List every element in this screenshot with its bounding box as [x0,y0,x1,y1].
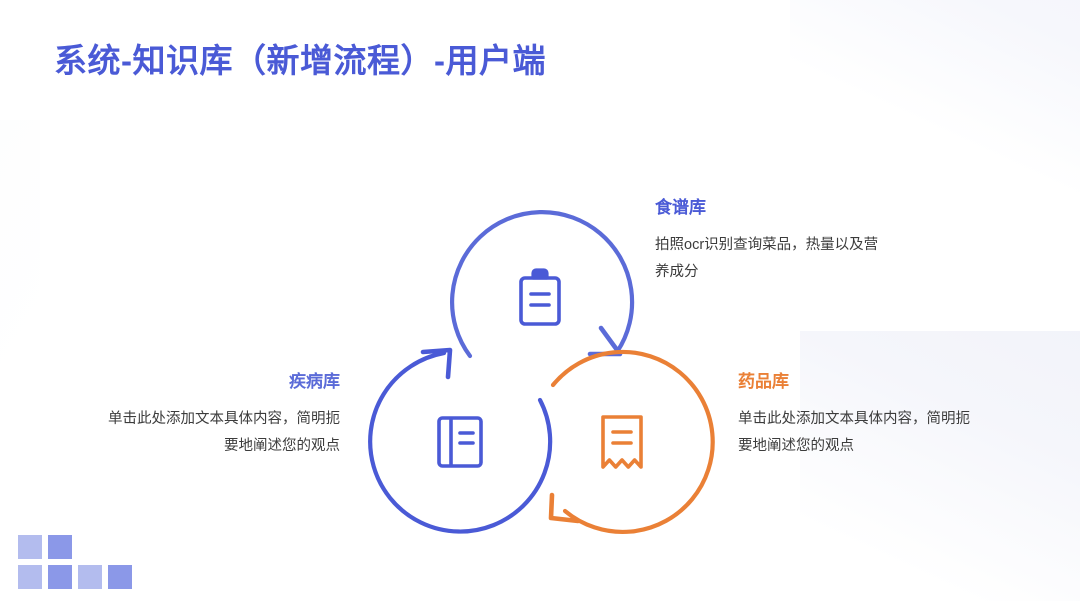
recipe-desc-line-1: 拍照ocr识别查询菜品，热量以及营 [655,236,879,253]
node-label-drug: 药品库 单击此处添加文本具体内容，简明扼 要地阐述您的观点 [738,370,1018,459]
clipboard-icon [519,268,561,326]
arc-recipe-to-drug [450,210,635,359]
deco-square-2 [48,535,72,559]
deco-square-1 [18,535,42,559]
drug-desc-line-1: 单击此处添加文本具体内容，简明扼 [738,410,970,427]
recipe-heading: 食谱库 [655,198,706,217]
drug-desc-line-2: 要地阐述您的观点 [738,437,854,454]
node-label-disease: 疾病库 单击此处添加文本具体内容，简明扼 要地阐述您的观点 [60,370,340,459]
arc-disease-to-recipe [368,347,553,534]
recipe-description: 拍照ocr识别查询菜品，热量以及营 养成分 [655,232,927,286]
recipe-desc-line-2: 养成分 [655,263,699,280]
decorative-squares [18,535,132,593]
deco-square-3 [18,565,42,589]
deco-square-5 [78,565,102,589]
deco-square-6 [108,565,132,589]
drug-heading: 药品库 [738,372,789,391]
deco-square-4 [48,565,72,589]
drug-description: 单击此处添加文本具体内容，简明扼 要地阐述您的观点 [738,406,1018,460]
receipt-icon [601,415,643,469]
page-title: 系统-知识库（新增流程）-用户端 [54,42,546,79]
disease-desc-line-2: 要地阐述您的观点 [224,437,340,454]
disease-desc-line-1: 单击此处添加文本具体内容，简明扼 [108,410,340,427]
book-icon [437,416,483,468]
node-label-recipe: 食谱库 拍照ocr识别查询菜品，热量以及营 养成分 [655,196,927,285]
arc-drug-to-disease [548,349,715,535]
disease-description: 单击此处添加文本具体内容，简明扼 要地阐述您的观点 [60,406,340,460]
disease-heading: 疾病库 [289,372,340,391]
